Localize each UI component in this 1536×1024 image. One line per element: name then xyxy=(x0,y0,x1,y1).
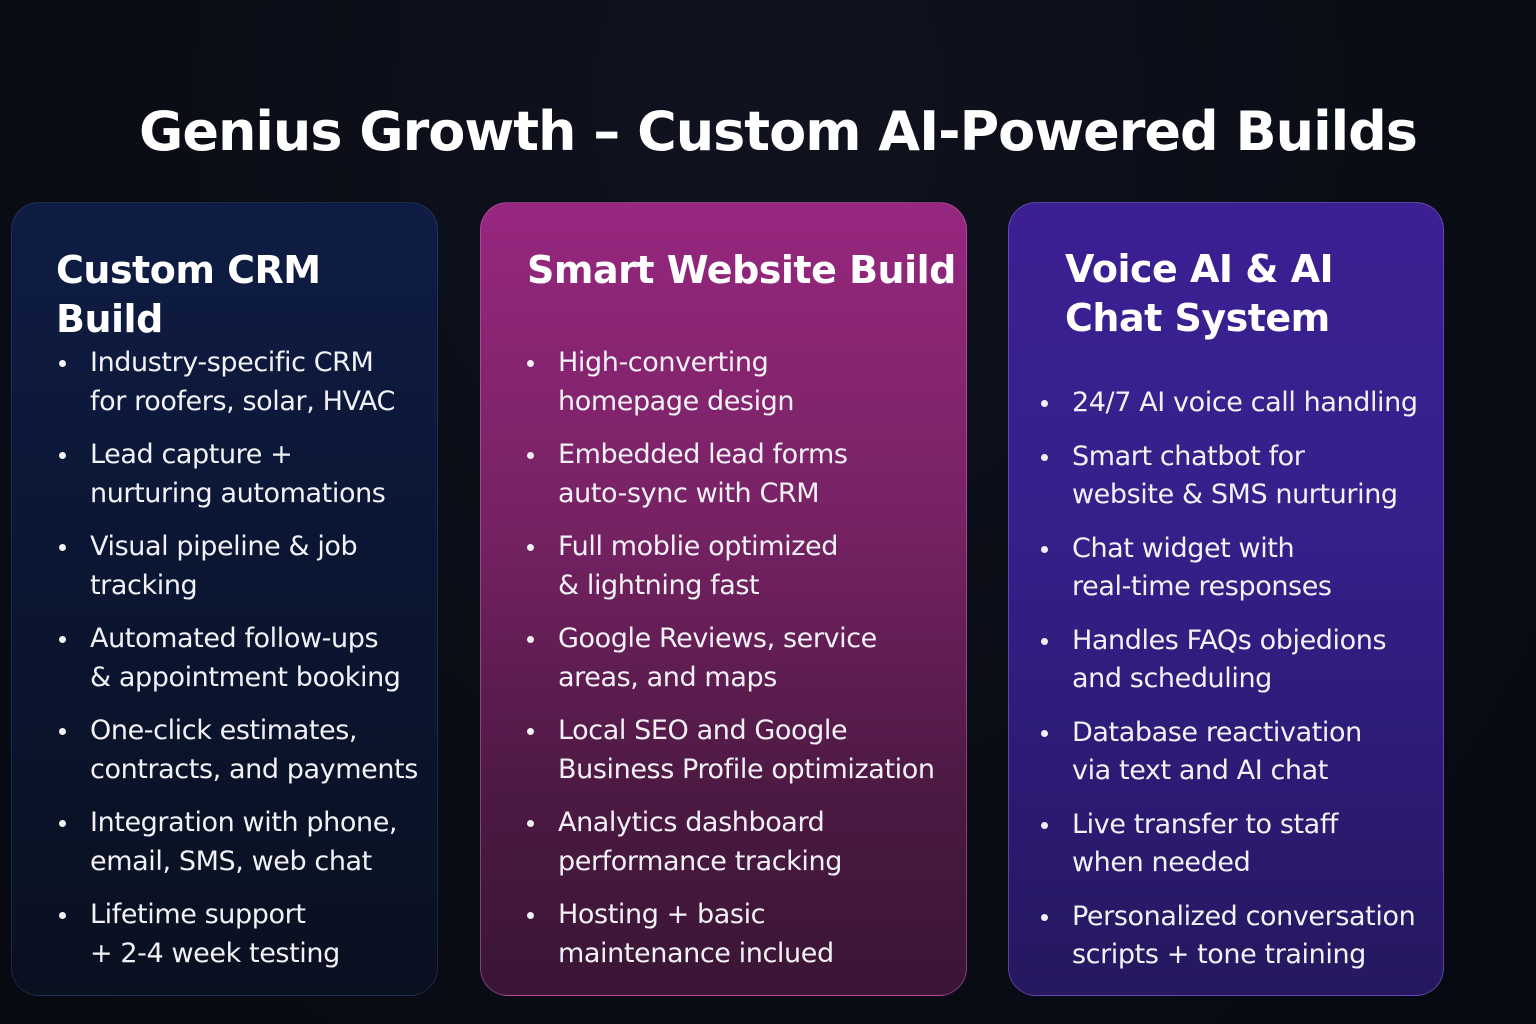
list-item-text: One-click estimates, contracts, and paym… xyxy=(90,715,418,785)
list-item-text: Google Reviews, service areas, and maps xyxy=(558,623,877,693)
list-item: Google Reviews, service areas, and maps xyxy=(525,620,935,697)
list-item-text: Handles FAQs objedions and scheduling xyxy=(1072,624,1387,695)
list-item: Lead capture + nurturing automations xyxy=(57,436,418,513)
bullet-icon xyxy=(59,544,66,551)
list-item-text: Database reactivation via text and AI ch… xyxy=(1072,716,1362,787)
bullet-icon xyxy=(527,360,534,367)
bullet-icon xyxy=(1041,453,1048,461)
bullet-icon xyxy=(59,452,66,459)
list-item-text: Smart chatbot for website & SMS nurturin… xyxy=(1072,440,1398,511)
bullet-icon xyxy=(527,636,534,643)
bullet-icon xyxy=(1041,545,1048,553)
list-item-text: Automated follow-ups & appointment booki… xyxy=(90,623,401,693)
list-item-text: High-converting homepage design xyxy=(558,347,795,417)
bullet-icon xyxy=(527,544,534,551)
list-item: Local SEO and Google Business Profile op… xyxy=(525,712,935,789)
list-item: Hosting + basic maintenance inclued xyxy=(525,896,935,973)
list-item: Integration with phone, email, SMS, web … xyxy=(57,804,418,881)
list-item: Smart chatbot for website & SMS nurturin… xyxy=(1039,438,1418,515)
bullet-icon xyxy=(1041,400,1048,407)
list-item-text: Analytics dashboard performance tracking xyxy=(558,807,842,877)
bullet-icon xyxy=(527,912,534,919)
list-item-text: Hosting + basic maintenance inclued xyxy=(558,899,834,969)
bullet-icon xyxy=(527,820,534,827)
list-item: Chat widget with real-time responses xyxy=(1039,530,1418,607)
bullet-icon xyxy=(59,636,66,643)
list-item: 24/7 AI voice call handling xyxy=(1039,384,1418,423)
card-title: Smart Website Build xyxy=(527,248,956,292)
list-item: Industry-specific CRM for roofers, solar… xyxy=(57,344,418,421)
list-item: High-converting homepage design xyxy=(525,344,935,421)
list-item-text: Integration with phone, email, SMS, web … xyxy=(90,807,398,877)
card-custom-crm-build: Custom CRM Build Industry-specific CRM f… xyxy=(11,202,438,996)
list-item: Database reactivation via text and AI ch… xyxy=(1039,714,1418,791)
list-item: Automated follow-ups & appointment booki… xyxy=(57,620,418,697)
list-item-text: Full moblie optimized & lightning fast xyxy=(558,531,838,601)
card-voice-ai-chat-system: Voice AI & AI Chat System 24/7 AI voice … xyxy=(1008,202,1444,996)
page-title: Genius Growth – Custom AI-Powered Builds xyxy=(139,100,1418,163)
list-item-text: Lifetime support + 2-4 week testing xyxy=(90,899,340,969)
list-item-text: Personalized conversation scripts + tone… xyxy=(1072,900,1416,971)
bullet-icon xyxy=(59,820,66,827)
feature-list: Industry-specific CRM for roofers, solar… xyxy=(57,344,418,988)
bullet-icon xyxy=(527,452,534,459)
feature-list: 24/7 AI voice call handling Smart chatbo… xyxy=(1039,384,1418,990)
list-item: Lifetime support + 2-4 week testing xyxy=(57,896,418,973)
feature-list: High-converting homepage design Embedded… xyxy=(525,344,935,988)
list-item: Full moblie optimized & lightning fast xyxy=(525,528,935,605)
bullet-icon xyxy=(1041,913,1048,921)
list-item-text: Visual pipeline & job tracking xyxy=(90,531,358,601)
list-item-text: Embedded lead forms auto-sync with CRM xyxy=(558,439,848,509)
list-item-text: Live transfer to staff when needed xyxy=(1072,808,1339,879)
list-item: Personalized conversation scripts + tone… xyxy=(1039,898,1418,975)
bullet-icon xyxy=(1041,729,1048,737)
bullet-icon xyxy=(527,728,534,735)
card-title: Voice AI & AI Chat System xyxy=(1065,247,1334,340)
list-item-text: 24/7 AI voice call handling xyxy=(1072,387,1418,418)
bullet-icon xyxy=(59,360,66,367)
list-item-text: Industry-specific CRM for roofers, solar… xyxy=(90,347,395,417)
list-item-text: Local SEO and Google Business Profile op… xyxy=(558,715,935,785)
bullet-icon xyxy=(59,728,66,735)
bullet-icon xyxy=(59,912,66,919)
card-smart-website-build: Smart Website Build High-converting home… xyxy=(480,202,967,996)
list-item: Live transfer to staff when needed xyxy=(1039,806,1418,883)
list-item: One-click estimates, contracts, and paym… xyxy=(57,712,418,789)
list-item: Visual pipeline & job tracking xyxy=(57,528,418,605)
list-item: Handles FAQs objedions and scheduling xyxy=(1039,622,1418,699)
list-item-text: Chat widget with real-time responses xyxy=(1072,532,1332,603)
list-item: Analytics dashboard performance tracking xyxy=(525,804,935,881)
card-title: Custom CRM Build xyxy=(56,248,321,341)
list-item-text: Lead capture + nurturing automations xyxy=(90,439,386,509)
bullet-icon xyxy=(1041,821,1048,829)
bullet-icon xyxy=(1041,637,1048,645)
list-item: Embedded lead forms auto-sync with CRM xyxy=(525,436,935,513)
